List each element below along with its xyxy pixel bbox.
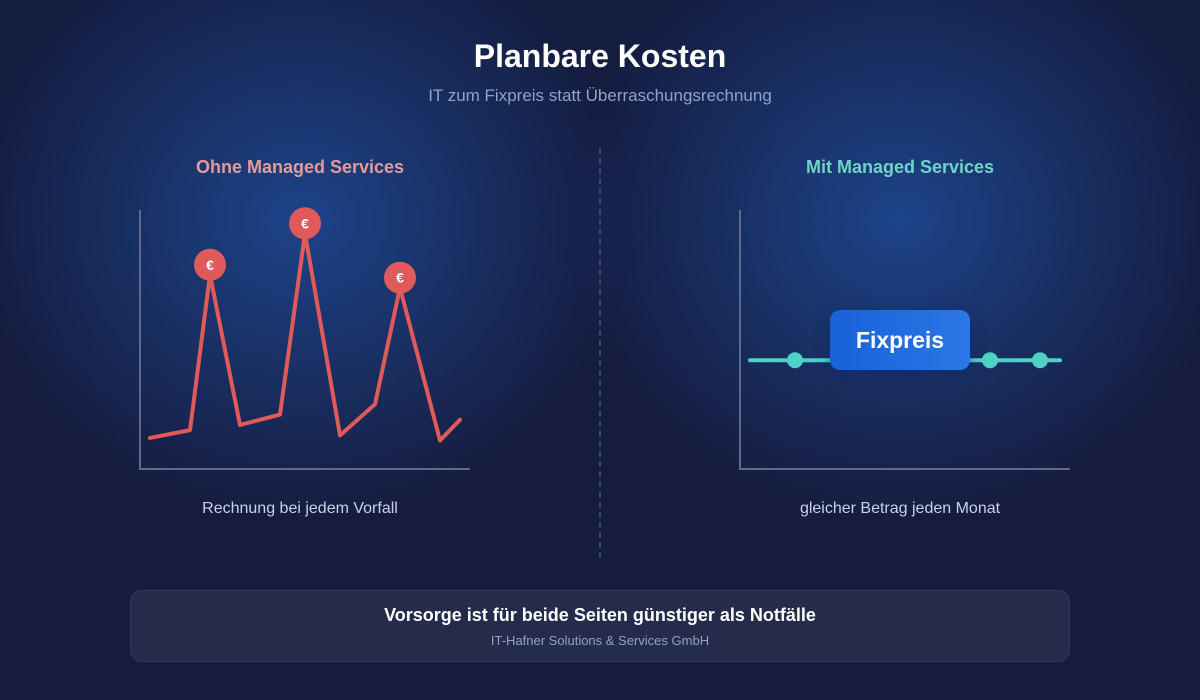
- footer-company: IT-Hafner Solutions & Services GmbH: [490, 633, 710, 648]
- month-dot-1: [787, 352, 803, 369]
- euro-marker-3: [384, 261, 416, 294]
- right-panel-heading: Mit Managed Services: [805, 157, 995, 177]
- left-panel-caption: Rechnung bei jedem Vorfall: [202, 500, 398, 517]
- euro-marker-symbol: €: [396, 270, 404, 286]
- euro-marker-symbol: €: [206, 257, 214, 273]
- footer-banner: Vorsorge ist für beide Seiten günstiger …: [130, 590, 1070, 662]
- footer-message: Vorsorge ist für beide Seiten günstiger …: [384, 605, 816, 625]
- left-panel-heading: Ohne Managed Services: [195, 157, 405, 177]
- variable-cost-series: € € €: [148, 207, 462, 443]
- page-title: Planbare Kosten: [473, 38, 727, 74]
- right-chart-axes: [739, 210, 1070, 470]
- fixpreis-badge: Fixpreis: [830, 310, 970, 370]
- panel-divider: [599, 148, 601, 558]
- euro-marker-symbol: €: [301, 215, 309, 231]
- left-chart-axes: [139, 210, 470, 470]
- page-subtitle: IT zum Fixpreis statt Überraschungsrechn…: [428, 86, 772, 105]
- month-dot-2: [982, 352, 998, 369]
- right-panel-caption: gleicher Betrag jeden Monat: [799, 500, 1001, 517]
- month-dot-3: [1032, 352, 1048, 369]
- euro-marker-1: [194, 248, 226, 281]
- euro-marker-2: [289, 207, 321, 240]
